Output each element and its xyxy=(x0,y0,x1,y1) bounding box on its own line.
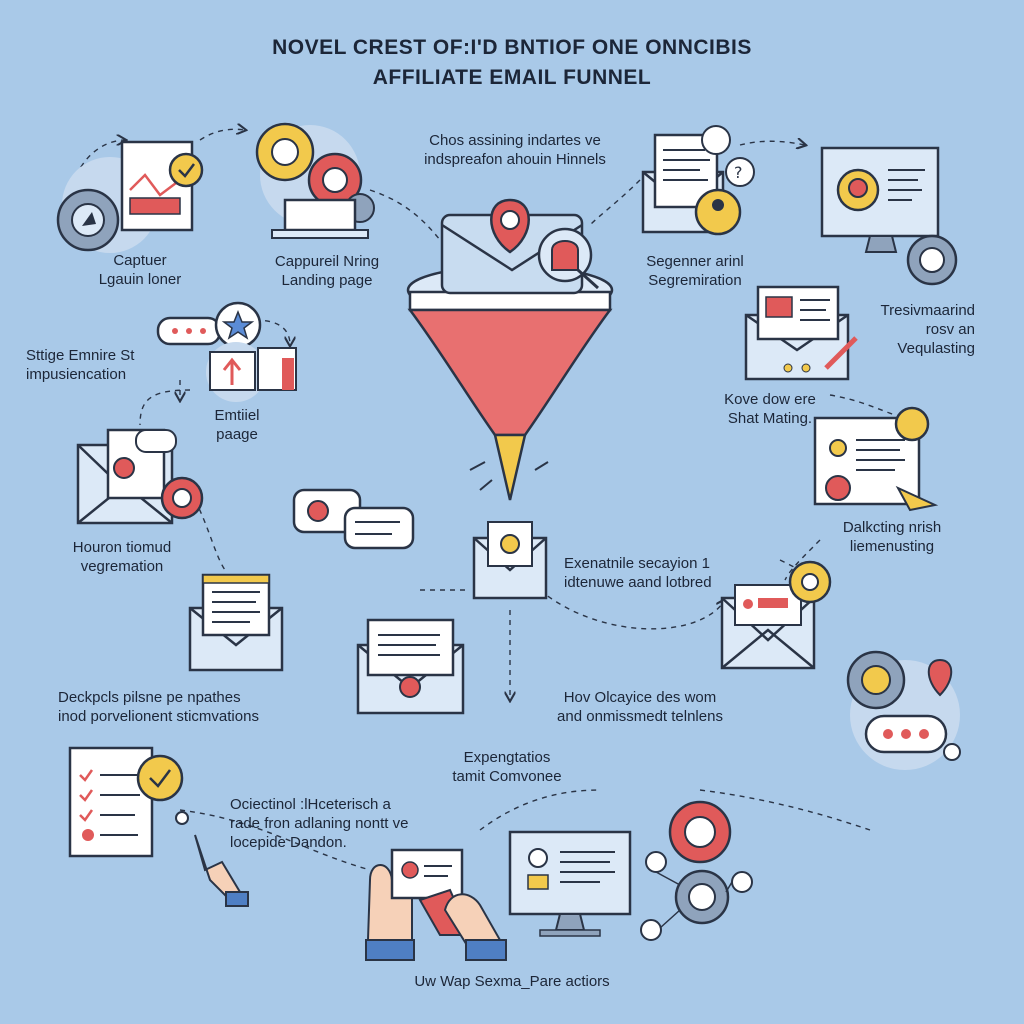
chat-bubbles-icon xyxy=(292,488,415,550)
gear-chat-icon xyxy=(846,650,961,770)
diagram-title-line2: AFFILIATE EMAIL FUNNEL xyxy=(372,66,652,89)
email-gear-icon xyxy=(76,428,204,525)
capture-lead-icon xyxy=(56,140,204,253)
diagram-title-line1: NOVEL CREST OF:I'D BNTIOF ONE ONNCIBIS xyxy=(272,36,752,59)
sealed-envelope-icon xyxy=(356,618,465,715)
dalkcting-document-icon xyxy=(813,406,939,512)
connector-lines xyxy=(69,129,951,871)
central-funnel xyxy=(406,198,614,501)
svg-text:?: ? xyxy=(734,163,743,182)
document-envelope-icon xyxy=(188,573,284,672)
segmentation-icon: ? xyxy=(641,125,755,236)
landing-page-icon xyxy=(255,122,375,239)
testimonial-envelope-icon xyxy=(744,285,858,381)
label-bottom: Uw Wap Sexma_Pare actiors xyxy=(414,973,610,990)
bottom-monitor-icon xyxy=(508,830,632,937)
strategy-icon xyxy=(156,301,297,402)
center-envelope-icon xyxy=(472,521,548,600)
monitor-icon xyxy=(820,146,958,286)
hands-card-icon xyxy=(365,848,507,961)
right-email-gear-icon xyxy=(720,560,832,670)
checklist-icon xyxy=(68,746,249,907)
bottom-gears-icon xyxy=(640,800,753,941)
